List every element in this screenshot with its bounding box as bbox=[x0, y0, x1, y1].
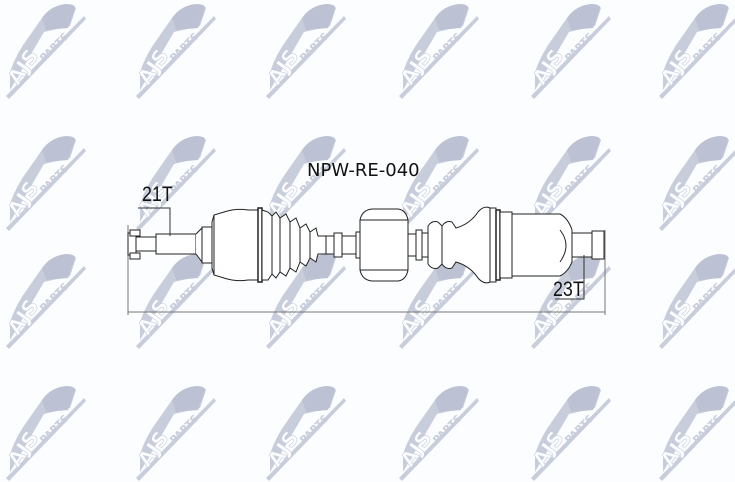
inner-cv-boot bbox=[427, 206, 491, 284]
left-spline-count-label: 21T bbox=[142, 183, 173, 206]
spline-leaders bbox=[138, 207, 585, 300]
outer-cv-joint bbox=[201, 207, 263, 283]
center-shaft bbox=[325, 231, 361, 259]
right-spline-count-label: 23T bbox=[553, 278, 584, 301]
part-number-label: NPW-RE-040 bbox=[307, 160, 420, 181]
inner-shaft bbox=[407, 229, 429, 261]
outer-cv-boot bbox=[261, 209, 327, 281]
inner-cv-joint bbox=[489, 207, 573, 283]
left-stub-shaft bbox=[127, 226, 203, 264]
right-stub-shaft bbox=[571, 230, 605, 260]
damper-weight bbox=[359, 208, 409, 282]
